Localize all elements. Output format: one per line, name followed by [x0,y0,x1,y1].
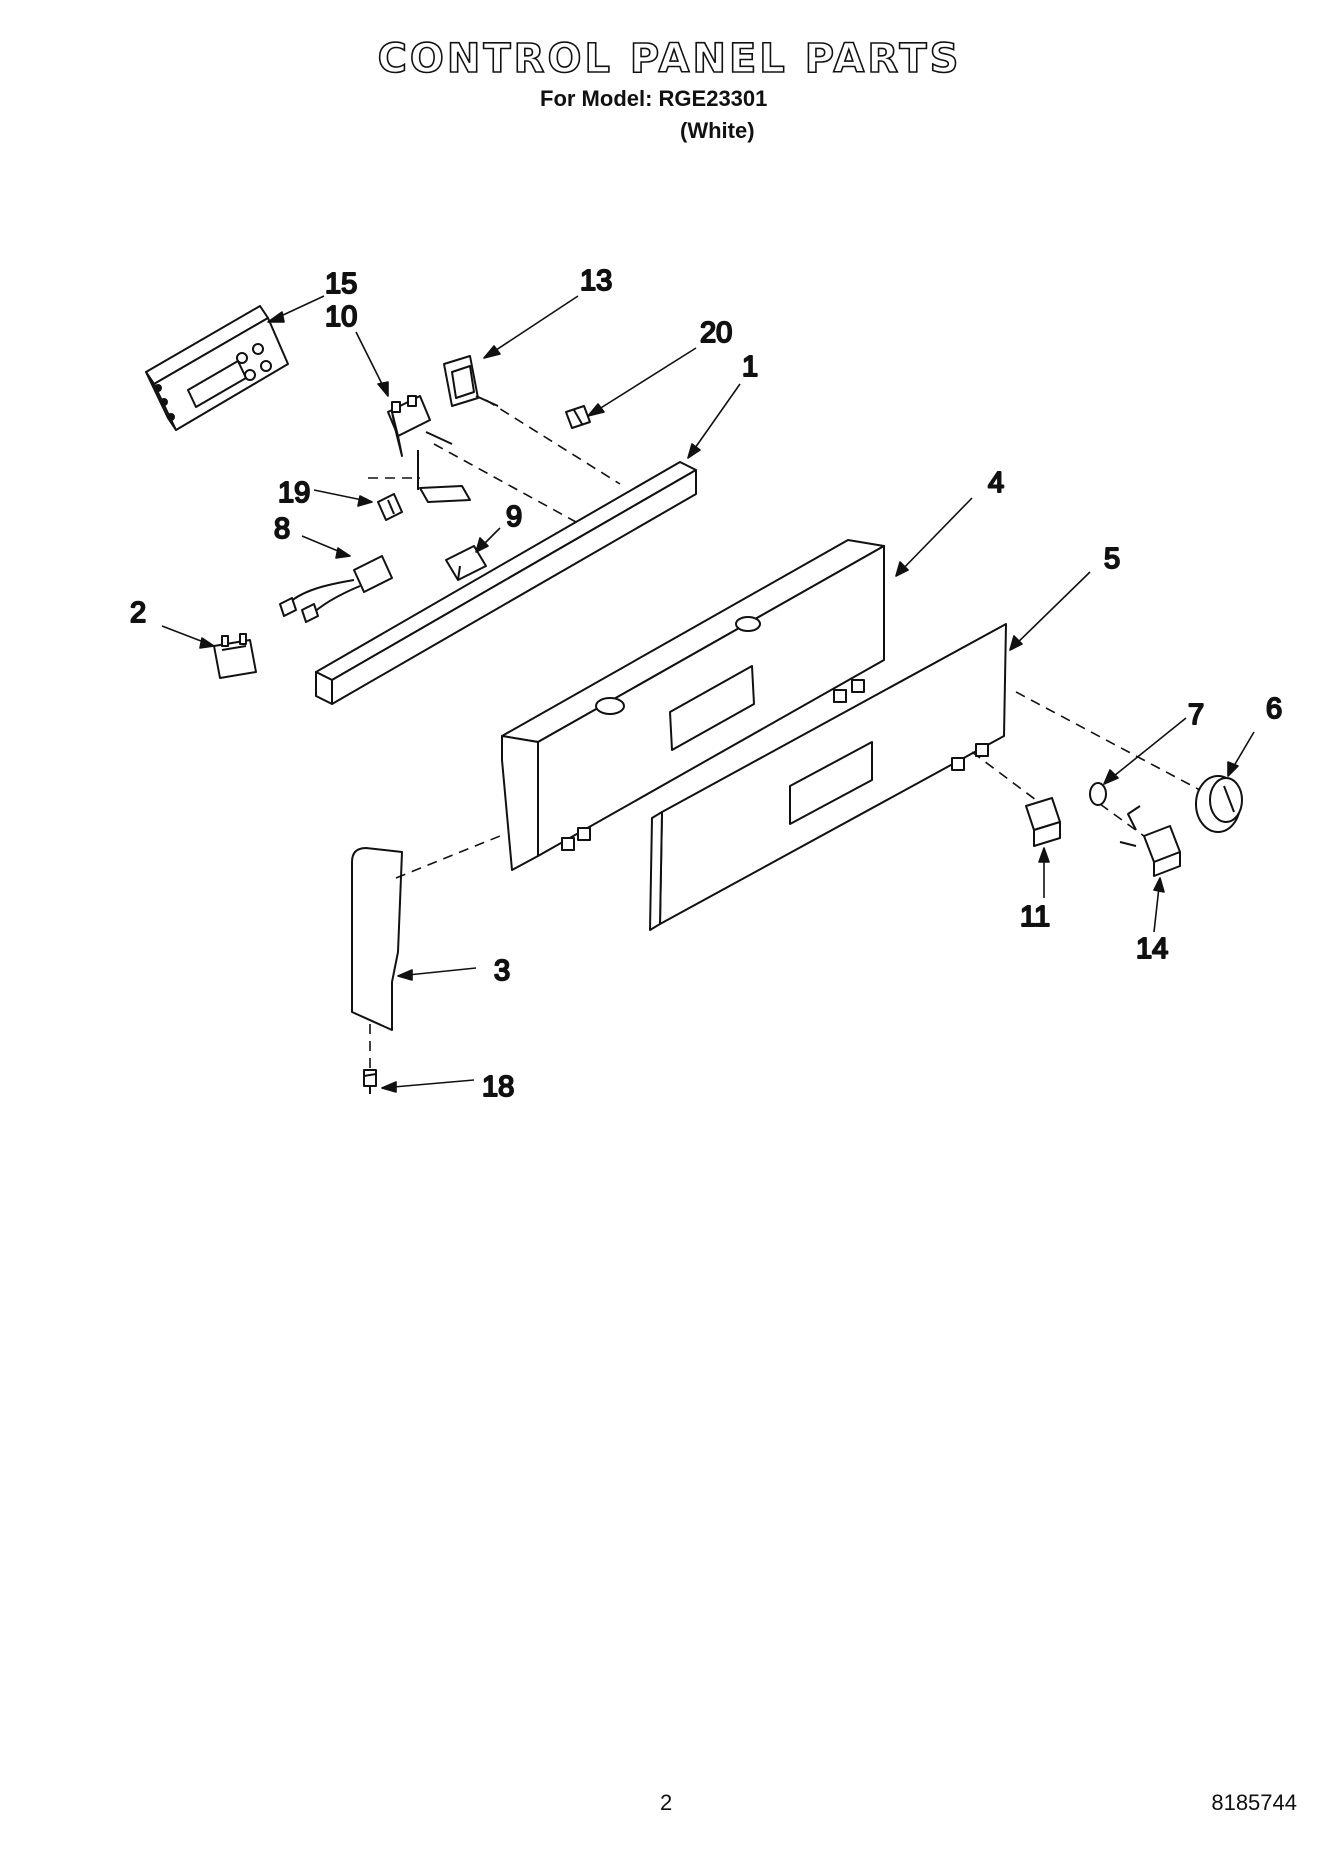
assembly-lines [368,399,1201,1068]
part-terminal-block [1119,805,1181,877]
part-knob-insert [1089,782,1107,806]
part-control-panel-front [649,623,1007,931]
callout-4: 4 [988,467,1004,499]
callout-2: 2 [130,597,146,629]
callout-19: 19 [278,477,310,509]
part-infinite-switch [443,355,499,407]
document-number: 8185744 [1211,1790,1297,1815]
callout-7: 7 [1188,699,1204,731]
callout-15: 15 [325,268,357,300]
callout-13: 13 [580,265,612,297]
callout-14: 14 [1136,933,1168,965]
callout-3: 3 [494,955,510,987]
callout-9: 9 [506,501,522,533]
part-control-knob [1195,775,1243,833]
callout-6: 6 [1266,693,1282,725]
part-screw-19 [377,493,403,521]
part-selector-switch [387,395,471,503]
page-number: 2 [660,1790,673,1815]
model-subtitle: For Model: RGE23301 [540,86,768,111]
callout-10: 10 [325,301,357,333]
part-clock-display [145,305,289,431]
part-end-cap [351,847,403,1031]
part-switch-2 [213,633,257,679]
callout-11: 11 [1020,901,1050,933]
color-variant: (White) [680,118,755,143]
part-control-panel-body [501,539,885,871]
callout-1: 1 [742,351,758,383]
leader-arrows [161,295,1255,1093]
part-indicator-light [1025,797,1061,847]
callout-18: 18 [482,1071,514,1103]
part-channel-bar [315,461,697,705]
callout-5: 5 [1104,543,1120,575]
part-sensor-9 [445,545,487,581]
page-title: CONTROL PANEL PARTS [377,35,962,83]
callout-8: 8 [274,513,290,545]
callout-20: 20 [700,317,732,349]
part-screw-20 [565,405,591,429]
part-screw-18 [363,1069,377,1094]
part-wire-harness [279,555,393,623]
